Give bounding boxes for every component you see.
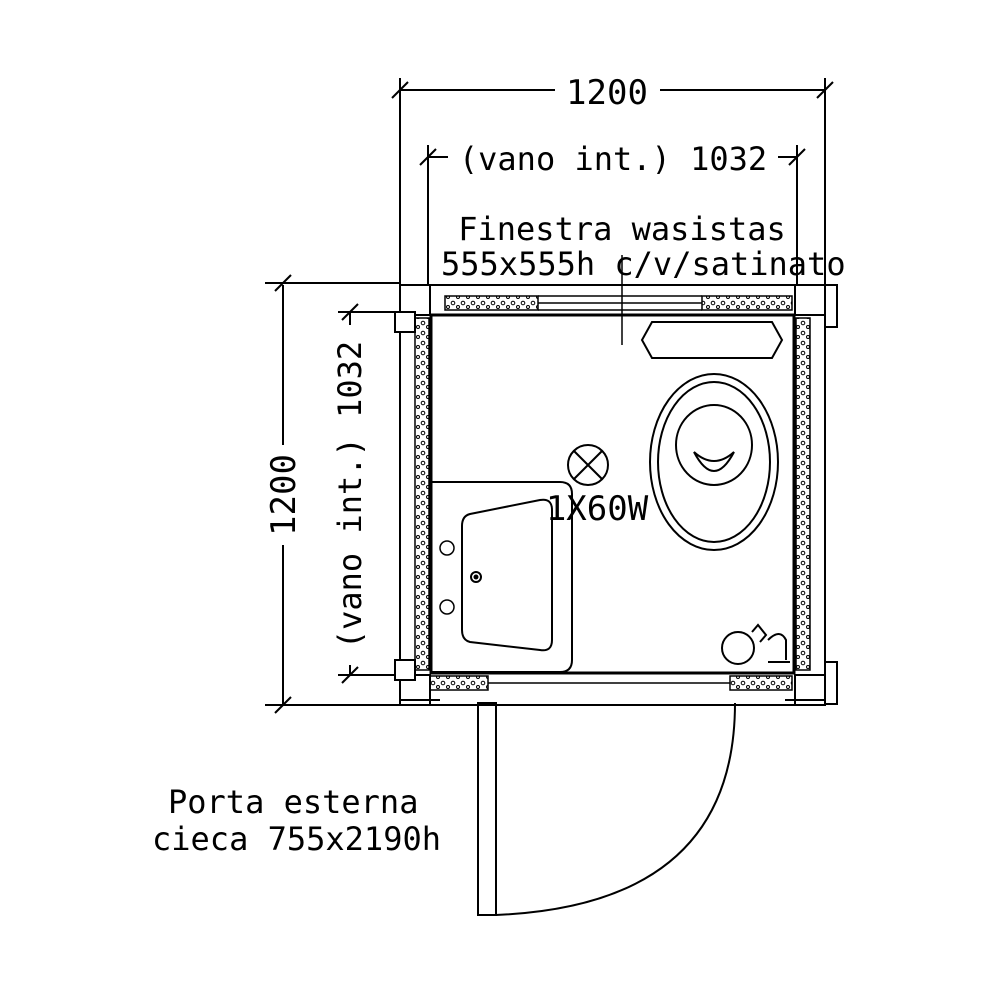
internal-width-label: (vano int.) 1032 (459, 140, 767, 178)
toilet-cistern (640, 321, 784, 359)
window-label-line1: Finestra wasistas (458, 210, 786, 248)
window-label-line2: 555x555h c/v/satinato (441, 245, 846, 283)
window-opening (538, 295, 702, 311)
toilet-bowl (649, 373, 779, 551)
washbasin (431, 481, 573, 673)
light-fixture-icon: 1X60W (546, 444, 649, 529)
light-label: 1X60W (546, 489, 649, 529)
dimension-internal-depth: (vano int.) 1032 (328, 303, 420, 684)
door-label: Porta esterna cieca 755x2190h (152, 783, 441, 858)
overall-width-label: 1200 (566, 73, 648, 113)
door-label-line2: cieca 755x2190h (152, 820, 441, 858)
dimension-internal-width: (vano int.) 1032 (419, 137, 806, 300)
dimension-overall-depth: 1200 (263, 274, 400, 714)
external-door (477, 702, 736, 916)
door-label-line1: Porta esterna (168, 783, 418, 821)
window-label: Finestra wasistas 555x555h c/v/satinato (441, 210, 846, 345)
walls (394, 284, 838, 706)
dimension-overall-width: 1200 (391, 70, 834, 285)
internal-depth-label: (vano int.) 1032 (331, 341, 369, 649)
toilet-paper-holder (721, 623, 790, 665)
overall-depth-label: 1200 (264, 454, 304, 536)
